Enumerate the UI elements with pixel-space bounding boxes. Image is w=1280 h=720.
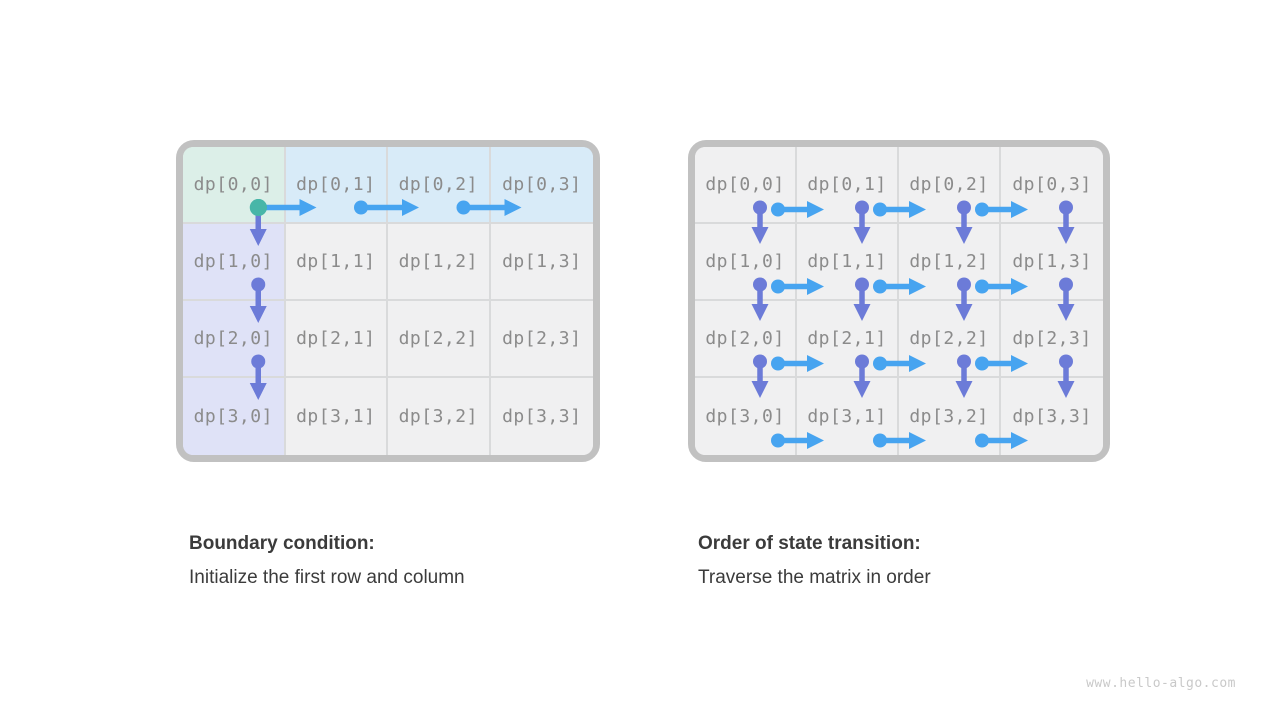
dp-cell-1-2: dp[1,2] bbox=[388, 224, 491, 301]
left-caption-body: Initialize the first row and column bbox=[189, 567, 465, 588]
right-caption-body: Traverse the matrix in order bbox=[698, 567, 931, 588]
watermark: www.hello-algo.com bbox=[1086, 676, 1236, 691]
boundary-condition-grid-cells: dp[0,0]dp[0,1]dp[0,2]dp[0,3]dp[1,0]dp[1,… bbox=[183, 147, 593, 455]
dp-cell-2-0: dp[2,0] bbox=[183, 301, 286, 378]
left-caption: Boundary condition: Initialize the first… bbox=[189, 527, 465, 595]
dp-cell-1-2: dp[1,2] bbox=[899, 224, 1001, 301]
dp-cell-0-1: dp[0,1] bbox=[285, 147, 388, 224]
dp-cell-3-0: dp[3,0] bbox=[695, 378, 797, 455]
dp-cell-2-1: dp[2,1] bbox=[285, 301, 388, 378]
dp-cell-0-1: dp[0,1] bbox=[797, 147, 899, 224]
dp-cell-1-3: dp[1,3] bbox=[1001, 224, 1103, 301]
dp-cell-0-0: dp[0,0] bbox=[695, 147, 797, 224]
dp-cell-0-2: dp[0,2] bbox=[899, 147, 1001, 224]
dp-cell-2-3: dp[2,3] bbox=[490, 301, 593, 378]
dp-cell-2-2: dp[2,2] bbox=[899, 301, 1001, 378]
dp-cell-0-0: dp[0,0] bbox=[183, 147, 286, 224]
right-caption: Order of state transition: Traverse the … bbox=[698, 527, 931, 595]
dp-cell-3-0: dp[3,0] bbox=[183, 378, 286, 455]
dp-cell-1-0: dp[1,0] bbox=[695, 224, 797, 301]
dp-cell-2-0: dp[2,0] bbox=[695, 301, 797, 378]
dp-cell-0-3: dp[0,3] bbox=[490, 147, 593, 224]
transition-order-grid: dp[0,0]dp[0,1]dp[0,2]dp[0,3]dp[1,0]dp[1,… bbox=[688, 140, 1110, 462]
dp-cell-3-1: dp[3,1] bbox=[285, 378, 388, 455]
dp-cell-2-3: dp[2,3] bbox=[1001, 301, 1103, 378]
right-caption-title: Order of state transition: bbox=[698, 533, 921, 554]
dp-cell-3-2: dp[3,2] bbox=[388, 378, 491, 455]
dp-cell-3-3: dp[3,3] bbox=[490, 378, 593, 455]
dp-cell-3-2: dp[3,2] bbox=[899, 378, 1001, 455]
dp-cell-1-3: dp[1,3] bbox=[490, 224, 593, 301]
dp-cell-1-1: dp[1,1] bbox=[797, 224, 899, 301]
dp-cell-2-2: dp[2,2] bbox=[388, 301, 491, 378]
dp-cell-1-0: dp[1,0] bbox=[183, 224, 286, 301]
transition-order-grid-cells: dp[0,0]dp[0,1]dp[0,2]dp[0,3]dp[1,0]dp[1,… bbox=[695, 147, 1103, 455]
dp-cell-3-1: dp[3,1] bbox=[797, 378, 899, 455]
left-caption-title: Boundary condition: bbox=[189, 533, 375, 554]
dp-cell-0-3: dp[0,3] bbox=[1001, 147, 1103, 224]
boundary-condition-grid: dp[0,0]dp[0,1]dp[0,2]dp[0,3]dp[1,0]dp[1,… bbox=[176, 140, 600, 462]
dp-cell-2-1: dp[2,1] bbox=[797, 301, 899, 378]
dp-cell-0-2: dp[0,2] bbox=[388, 147, 491, 224]
dp-cell-3-3: dp[3,3] bbox=[1001, 378, 1103, 455]
dp-cell-1-1: dp[1,1] bbox=[285, 224, 388, 301]
